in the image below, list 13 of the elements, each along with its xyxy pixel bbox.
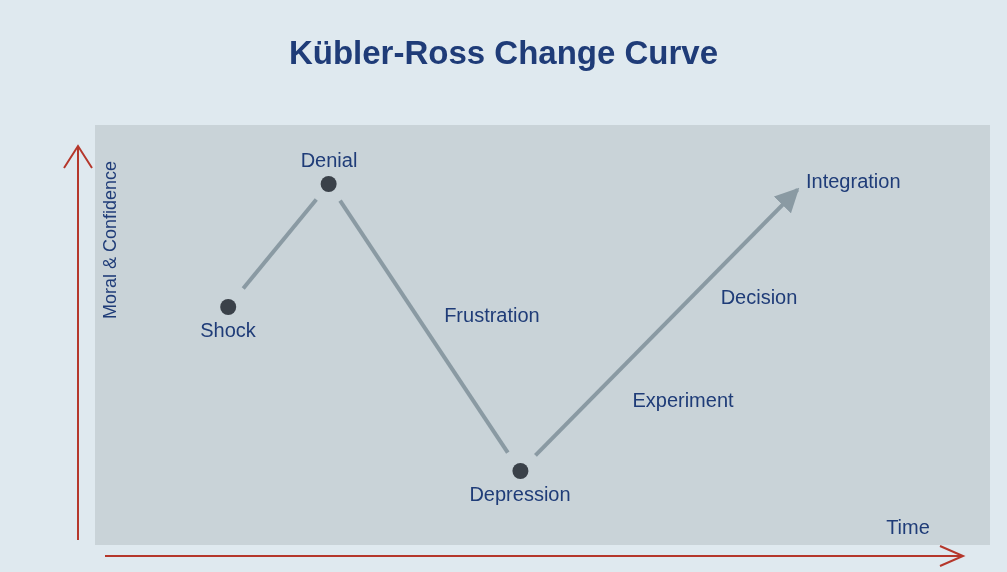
- stage-point: Depression: [469, 459, 571, 506]
- phase-label: Decision: [720, 285, 798, 309]
- edge-label: Frustration: [444, 303, 540, 327]
- axis-label: Moral & Confidence: [99, 160, 121, 320]
- stage-label: Integration: [806, 169, 901, 193]
- arrow: [534, 187, 800, 457]
- title: Kübler-Ross Change Curve: [287, 34, 720, 72]
- stage-point: Denial: [300, 149, 358, 196]
- stage-point: Shock: [200, 295, 256, 342]
- phase-label: Experiment: [632, 388, 734, 412]
- curve-line: [241, 198, 318, 290]
- curve-line: [338, 199, 510, 454]
- axis-label: Time: [886, 515, 930, 539]
